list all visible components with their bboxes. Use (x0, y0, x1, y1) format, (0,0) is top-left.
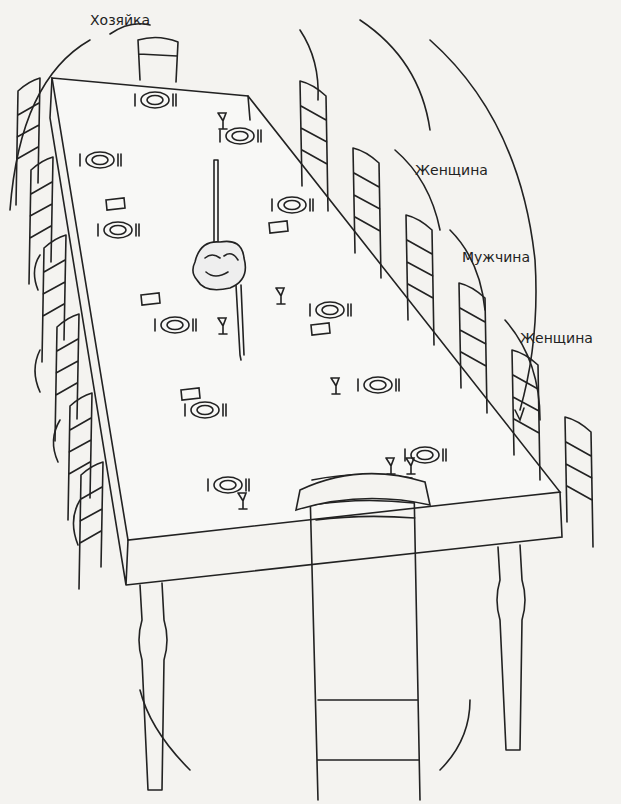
seat-label: Хозяйка (90, 12, 150, 28)
seat-label: Женщина (520, 330, 593, 346)
seat-label: Женщина (415, 162, 488, 178)
seat-label: Мужчина (462, 249, 530, 265)
